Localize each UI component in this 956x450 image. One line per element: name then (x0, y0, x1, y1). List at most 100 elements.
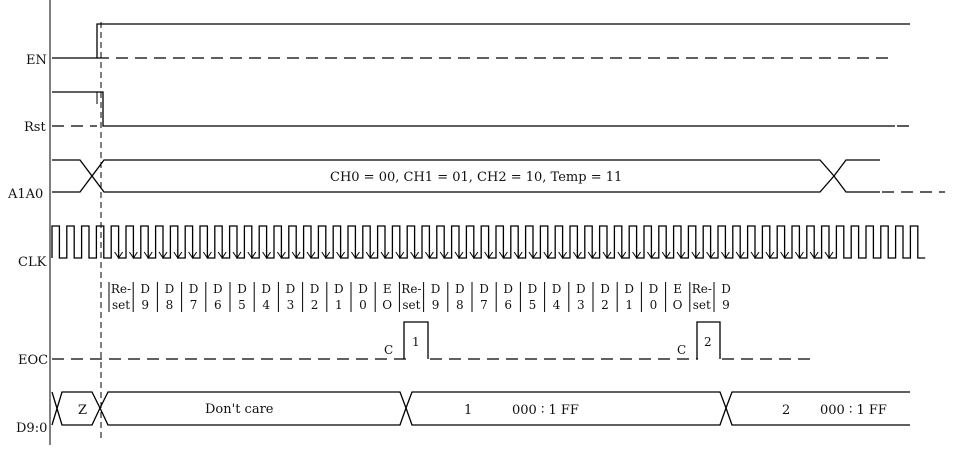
clk-falling-edge-arrow (572, 251, 582, 259)
clk-falling-edge-arrow (247, 251, 257, 259)
slot-label-bottom: O (673, 298, 683, 312)
clk-falling-edge-arrow (824, 251, 834, 259)
slot-label-bottom: 3 (287, 298, 295, 312)
slot-label-top: D (479, 282, 489, 296)
clk-falling-edge-arrow (735, 251, 745, 259)
clk-falling-edge-arrow (143, 251, 153, 259)
slot-label-top: D (576, 282, 586, 296)
slot-label-top: Re- (111, 282, 131, 296)
slot-label-top: D (261, 282, 271, 296)
clk-falling-edge-arrow (750, 251, 760, 259)
clk-falling-edge-arrow (543, 251, 553, 259)
slot-label-top: D (140, 282, 150, 296)
slot-label-top: D (165, 282, 175, 296)
clk-falling-edge-arrow (661, 251, 671, 259)
eoc-c-label-1: C (384, 343, 393, 357)
clk-falling-edge-arrow (632, 251, 642, 259)
label-eoc: EOC (18, 353, 48, 368)
slot-label-top: D (213, 282, 223, 296)
clk-falling-edge-arrow (306, 251, 316, 259)
slot-label-bottom: 8 (456, 298, 464, 312)
slot-label-top: E (673, 282, 682, 296)
clk-falling-edge-arrow (691, 251, 701, 259)
slot-label-bottom: 4 (553, 298, 561, 312)
slot-label-top: D (310, 282, 320, 296)
slot-label-bottom: 4 (262, 298, 270, 312)
slot-label-bottom: 0 (359, 298, 367, 312)
clk-falling-edge-arrow (809, 251, 819, 259)
clk-falling-edge-arrow (188, 251, 198, 259)
slot-label-top: D (721, 282, 731, 296)
slot-label-top: D (649, 282, 659, 296)
slot-label-bottom: 7 (480, 298, 488, 312)
clk-waveform (51, 225, 926, 259)
slot-label-bottom: 5 (529, 298, 537, 312)
slot-label-top: E (383, 282, 392, 296)
clk-falling-edge-arrow (262, 251, 272, 259)
clk-falling-edge-arrow (780, 251, 790, 259)
label-en: EN (26, 53, 47, 68)
slot-label-top: D (431, 282, 441, 296)
eoc-pulse-2-label: 2 (704, 335, 712, 349)
eoc-c-label-2: C (677, 343, 686, 357)
clk-falling-edge-arrow (484, 251, 494, 259)
clk-falling-edge-arrow (646, 251, 656, 259)
slot-label-bottom: 2 (601, 298, 609, 312)
slot-label-bottom: 5 (238, 298, 246, 312)
slot-label-bottom: set (693, 298, 711, 312)
clk-falling-edge-arrow (602, 251, 612, 259)
label-clk: CLK (18, 255, 47, 270)
slot-label-bottom: 8 (166, 298, 174, 312)
clk-falling-edge-arrow (410, 251, 420, 259)
slot-label-bottom: 7 (190, 298, 198, 312)
slot-label-bottom: 3 (577, 298, 585, 312)
slot-label-bottom: set (402, 298, 420, 312)
slot-label-bottom: 9 (432, 298, 440, 312)
slot-label-top: D (286, 282, 296, 296)
slot-label-top: D (624, 282, 634, 296)
clk-falling-edge-arrow (439, 251, 449, 259)
clk-falling-edge-arrow (173, 251, 183, 259)
clk-falling-edge-arrow (276, 251, 286, 259)
clk-falling-edge-arrow (513, 251, 523, 259)
clk-falling-edge-arrow (706, 251, 716, 259)
clk-falling-edge-arrow (558, 251, 568, 259)
slot-label-bottom: set (112, 298, 130, 312)
d90-dont-care-label: Don't care (205, 402, 274, 417)
clk-falling-edge-arrow (794, 251, 804, 259)
slot-label-top: D (189, 282, 199, 296)
slot-label-bottom: 1 (335, 298, 343, 312)
slot-label-bottom: 6 (214, 298, 222, 312)
d90-seg2-channel: 2 (782, 403, 790, 418)
clk-falling-edge-arrow (720, 251, 730, 259)
slot-label-bottom: O (382, 298, 392, 312)
slot-label-bottom: 1 (625, 298, 633, 312)
slot-label-top: D (528, 282, 538, 296)
clk-falling-edge-arrow (321, 251, 331, 259)
clk-falling-edge-arrow (454, 251, 464, 259)
clk-falling-edge-arrow (365, 251, 375, 259)
slot-label-bottom: 2 (311, 298, 319, 312)
clk-falling-edge-arrow (498, 251, 508, 259)
clk-falling-edge-arrow (232, 251, 242, 259)
label-a1a0: A1A0 (7, 187, 43, 202)
clk-falling-edge-arrow (765, 251, 775, 259)
clk-falling-edge-arrow (469, 251, 479, 259)
slot-label-top: D (237, 282, 247, 296)
clk-slot-labels: Re-setD9D8D7D6D5D4D3D2D1D0EORe-setD9D8D7… (108, 282, 731, 312)
clk-falling-edge-arrow (380, 251, 390, 259)
slot-label-top: D (455, 282, 465, 296)
clk-falling-edge-arrow (676, 251, 686, 259)
clk-falling-edge-arrow (291, 251, 301, 259)
d90-seg1-range: 000 ∶ 1 FF (512, 403, 579, 418)
rst-waveform (52, 91, 912, 127)
a1a0-waveform: CH0 = 00, CH1 = 01, CH2 = 10, Temp = 11 (52, 159, 945, 193)
slot-label-top: D (600, 282, 610, 296)
clk-falling-edge-arrow (617, 251, 627, 259)
clk-falling-edge-arrow (424, 251, 434, 259)
en-waveform (52, 23, 910, 59)
d90-waveform: Z Don't care 1 000 ∶ 1 FF 2 000 ∶ 1 FF (51, 391, 910, 426)
d90-seg2-range: 000 ∶ 1 FF (820, 403, 887, 418)
label-d90: D9:0 (16, 421, 47, 436)
